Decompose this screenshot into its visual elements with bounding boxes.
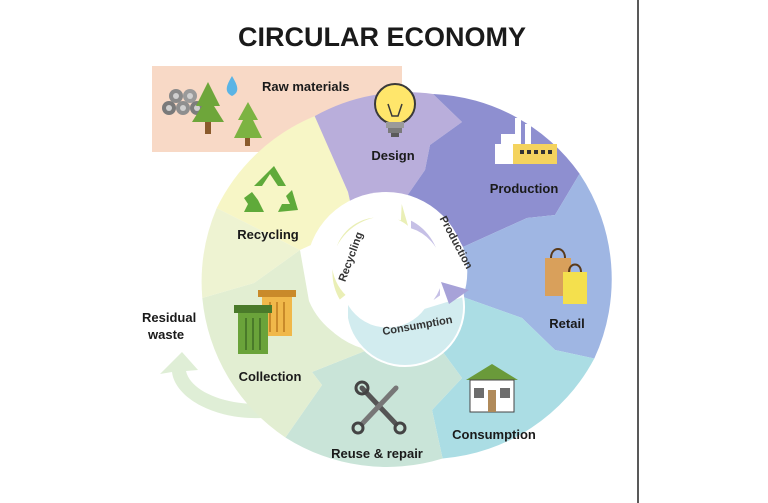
raw-materials-label: Raw materials xyxy=(262,79,349,94)
segment-production xyxy=(400,94,580,247)
inner-segment-production xyxy=(409,217,443,309)
recycling-label: Recycling xyxy=(237,227,298,242)
retail-label: Retail xyxy=(549,316,584,331)
raw-materials-icon xyxy=(162,76,262,146)
lightbulb-icon xyxy=(374,83,416,137)
house-icon xyxy=(466,364,518,413)
design-label: Design xyxy=(371,148,414,163)
consumption-label: Consumption xyxy=(452,427,536,442)
segment-collection xyxy=(202,250,375,438)
segment-transition xyxy=(201,208,300,298)
inner-arrow-head xyxy=(441,282,469,304)
residual-waste-arrow xyxy=(160,352,262,419)
collection-label: Collection xyxy=(239,369,302,384)
diagram-title: CIRCULAR ECONOMY xyxy=(238,22,526,52)
residual-waste-label-line1: Residual xyxy=(142,310,196,325)
segment-recycling xyxy=(216,116,352,250)
inner-cycle xyxy=(330,197,469,368)
segment-retail xyxy=(463,173,612,359)
factory-icon xyxy=(495,118,557,164)
inner-segment-recycling xyxy=(330,197,412,303)
tools-icon xyxy=(351,380,407,435)
recycle-icon xyxy=(244,166,298,212)
shopping-bags-icon xyxy=(545,248,587,304)
residual-waste-label-line2: waste xyxy=(147,327,184,342)
inner-segment-consumption xyxy=(346,294,466,368)
outer-ring xyxy=(201,92,612,467)
bins-icon xyxy=(234,290,296,354)
reuse-repair-label: Reuse & repair xyxy=(331,446,423,461)
production-label: Production xyxy=(490,181,559,196)
segment-design xyxy=(314,92,462,210)
